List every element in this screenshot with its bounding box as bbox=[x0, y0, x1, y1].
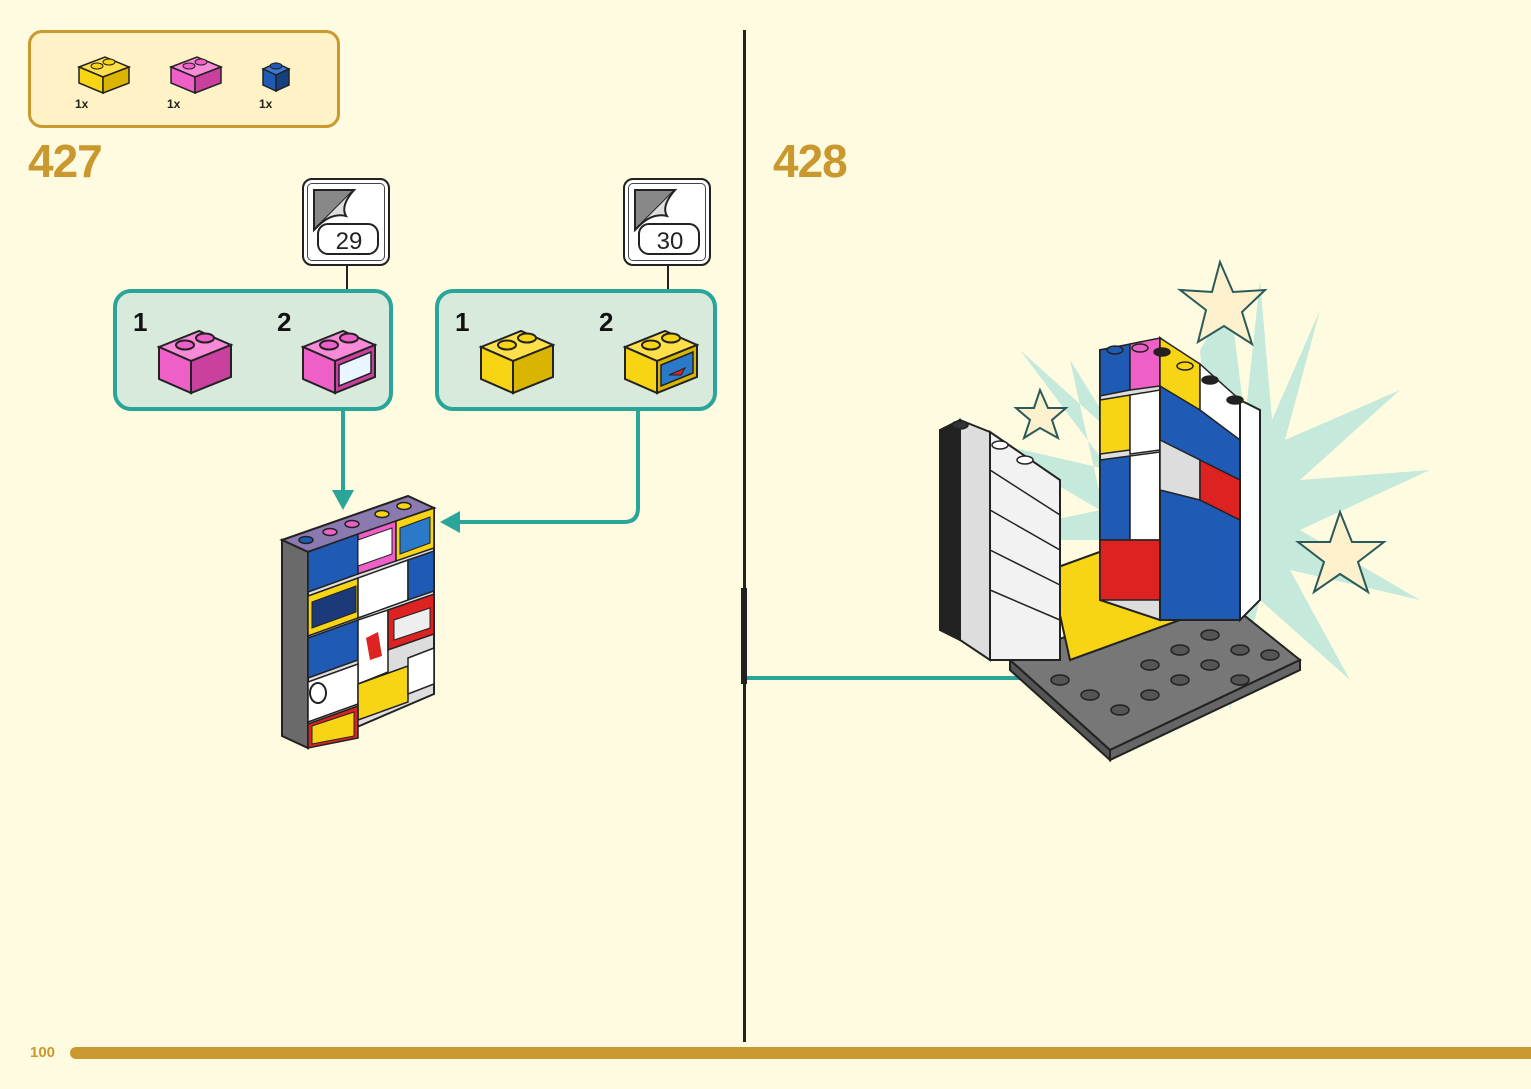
sticker-sheet-number: 29 bbox=[335, 228, 363, 255]
sub-step-label: 2 bbox=[277, 307, 292, 337]
step-number-427: 427 bbox=[28, 135, 103, 187]
sub-assembly-yellow: 1 2 bbox=[435, 289, 717, 411]
sub-step-label: 1 bbox=[133, 307, 148, 337]
part-qty: 1x bbox=[259, 97, 273, 111]
part-qty: 1x bbox=[167, 97, 181, 111]
sticker-sheet-30: 30 bbox=[623, 178, 711, 266]
part-qty: 1x bbox=[75, 97, 89, 111]
step-number-428: 428 bbox=[773, 135, 848, 187]
star-icon bbox=[1013, 258, 1387, 595]
parts-list: 1x 1x 1x bbox=[28, 30, 340, 128]
part-yellow-brick: 1x bbox=[75, 49, 135, 119]
part-blue-plate: 1x bbox=[259, 49, 319, 119]
pink-brick-stickered-icon bbox=[300, 329, 378, 395]
pink-brick-icon bbox=[168, 56, 224, 95]
assembled-model-428 bbox=[939, 258, 1430, 763]
sticker-sheet-29: 29 bbox=[302, 178, 390, 266]
blue-brick-icon bbox=[261, 62, 291, 93]
page-divider bbox=[743, 30, 746, 1042]
sub-step-label: 1 bbox=[455, 307, 470, 337]
page-number: 100 bbox=[30, 1044, 56, 1061]
assembled-wall-427 bbox=[279, 494, 437, 750]
sticker-sheet-icon bbox=[313, 189, 379, 255]
part-pink-brick: 1x bbox=[167, 49, 227, 119]
pink-brick-icon bbox=[156, 329, 234, 395]
page-divider-marker bbox=[741, 588, 747, 684]
sticker-sheet-number: 30 bbox=[656, 228, 684, 255]
sub-assembly-pink: 1 2 bbox=[113, 289, 393, 411]
sub-step-label: 2 bbox=[599, 307, 614, 337]
footer-bar bbox=[70, 1047, 1531, 1059]
yellow-brick-icon bbox=[478, 329, 556, 395]
yellow-brick-stickered-icon bbox=[622, 329, 700, 395]
sticker-sheet-icon bbox=[634, 189, 700, 255]
yellow-brick-icon bbox=[76, 56, 132, 95]
